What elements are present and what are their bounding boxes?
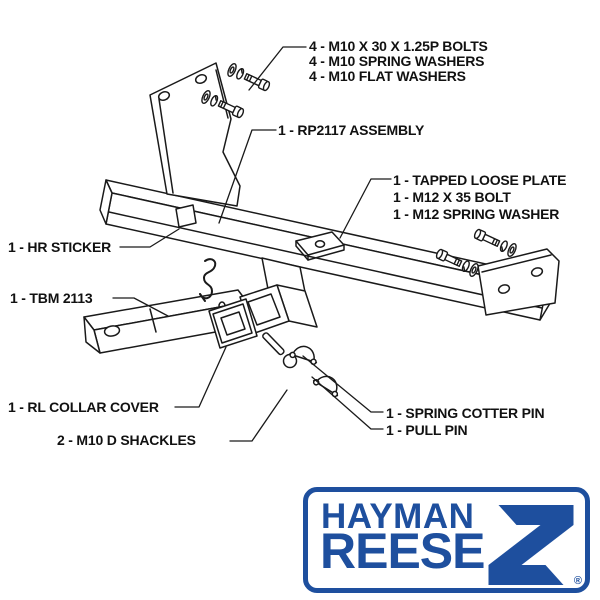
registered-trademark-icon: ®: [573, 575, 582, 587]
callout-loose-plate-line2: 1 - M12 X 35 BOLT: [393, 189, 511, 205]
hayman-reese-logo: HAYMAN REESE ®: [303, 487, 590, 593]
spring-cotter-pin-drawing: [199, 258, 217, 302]
callout-d-shackles: 2 - M10 D SHACKLES: [57, 432, 196, 448]
logo-s-icon: [488, 505, 574, 585]
tapped-loose-plate-drawing: [295, 231, 345, 261]
logo-word-reese: REESE: [320, 523, 486, 579]
callout-bolts: 4 - M10 X 30 X 1.25P BOLTS 4 - M10 SPRIN…: [309, 39, 488, 84]
callout-pins-line1: 1 - SPRING COTTER PIN: [386, 405, 545, 421]
d-shackles-drawing: [288, 345, 339, 398]
hr-sticker-drawing: [175, 204, 197, 228]
pull-pin-drawing: [262, 332, 298, 369]
right-end-plate-drawing: [477, 248, 560, 316]
callout-assembly: 1 - RP2117 ASSEMBLY: [278, 122, 425, 138]
collar-cover-drawing: [208, 298, 258, 349]
callout-bolts-line2: 4 - M10 SPRING WASHERS: [309, 53, 485, 69]
callout-bolts-line3: 4 - M10 FLAT WASHERS: [309, 68, 466, 84]
callout-leader-lines: [112, 46, 392, 442]
left-bracket-drawing: [149, 62, 241, 207]
logo-word-hayman: HAYMAN: [321, 497, 475, 536]
callout-loose-plate-line1: 1 - TAPPED LOOSE PLATE: [393, 172, 567, 188]
callout-pins: 1 - SPRING COTTER PIN 1 - PULL PIN: [386, 405, 545, 439]
callout-hr-sticker: 1 - HR STICKER: [8, 239, 111, 255]
callout-collar-cover: 1 - RL COLLAR COVER: [8, 399, 159, 415]
callout-ball-mount: 1 - TBM 2113: [10, 290, 93, 306]
callout-loose-plate: 1 - TAPPED LOOSE PLATE 1 - M12 X 35 BOLT…: [393, 172, 566, 223]
callout-loose-plate-line3: 1 - M12 SPRING WASHER: [393, 206, 560, 222]
callout-bolts-line1: 4 - M10 X 30 X 1.25P BOLTS: [309, 38, 488, 54]
callout-pins-line2: 1 - PULL PIN: [386, 422, 468, 438]
